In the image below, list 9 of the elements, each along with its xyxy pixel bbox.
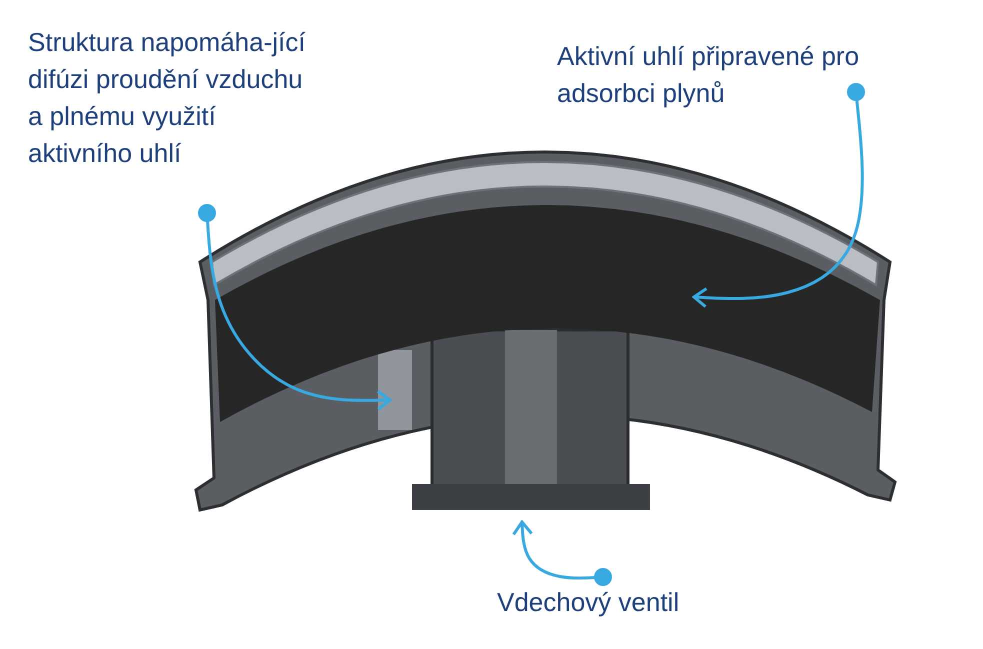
leader-line (512, 520, 612, 586)
callout-text: Vdechový ventil (497, 584, 757, 621)
carbon-layer (215, 205, 880, 422)
callout-text: Aktivní uhlí připravené pro adsorbci plynů (557, 38, 957, 112)
callout-text: Struktura napomáha-jící difúzi proudění vzduchu a plnému využití aktivního uhlí (28, 24, 313, 172)
leader-line (198, 204, 392, 411)
leader-line (692, 83, 865, 308)
valve-base (412, 484, 650, 510)
airflow-structure (378, 350, 412, 430)
